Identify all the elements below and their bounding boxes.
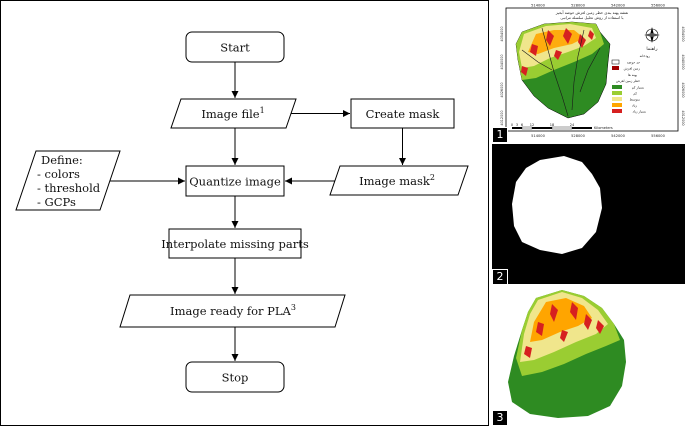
mask-shape xyxy=(512,156,602,254)
panel-3-number: 3 xyxy=(492,410,508,426)
map-right-tick-3: 4026000 xyxy=(681,82,685,97)
legend-very-high-swatch xyxy=(612,109,622,113)
ready-superscript: 3 xyxy=(291,303,296,312)
panel-2-mask: 2 xyxy=(492,144,685,285)
ready-very-high-6 xyxy=(524,346,532,358)
scale-label-3: 3 xyxy=(516,123,518,127)
start-label: Start xyxy=(220,41,250,55)
legend-high: زیاد xyxy=(632,104,637,108)
map-left-tick-4: 4012000 xyxy=(500,110,504,125)
image-mask-superscript: 2 xyxy=(430,173,435,182)
map-left-tick-1: 4054000 xyxy=(500,26,504,41)
zone-very-high-2 xyxy=(563,28,572,44)
define-title: Define: xyxy=(41,153,83,167)
legend-very-low: بسیار کم xyxy=(632,86,644,90)
ready-very-high-5 xyxy=(560,330,568,342)
scale-label-24: 24 xyxy=(570,123,575,127)
map-bottom-tick-3: 542000 xyxy=(611,134,625,138)
create-mask-label: Create mask xyxy=(366,107,441,121)
stop-label: Stop xyxy=(222,371,249,385)
scale-unit: Kilometers xyxy=(594,126,613,130)
quantized-image xyxy=(508,290,626,418)
mask-image xyxy=(512,156,602,254)
zone-very-high-7 xyxy=(588,30,594,40)
legend-hazard: خطر زمین لغزش xyxy=(616,79,640,83)
river-4 xyxy=(579,47,601,93)
map-right-tick-4: 4012000 xyxy=(681,110,685,125)
map-right-tick-1: 4054000 xyxy=(681,26,685,41)
ready-label: Image ready for PLA3 xyxy=(170,303,296,318)
map-left-tick-3: 4026000 xyxy=(500,82,504,97)
flowchart: Start Image file1 Create mask Define: - … xyxy=(0,0,489,426)
define-item-threshold: - threshold xyxy=(37,181,101,195)
define-item-colors: - colors xyxy=(37,167,80,181)
legend-low: کم xyxy=(633,92,637,96)
flowchart-frame xyxy=(0,0,489,426)
scale-label-12: 12 xyxy=(530,123,534,127)
image-file-label: Image file1 xyxy=(201,106,264,121)
legend-very-high: بسیار زیاد xyxy=(633,110,647,114)
map-bottom-tick-1: 514000 xyxy=(531,134,545,138)
legend-landslide: زمین لغزش xyxy=(624,67,641,71)
panel-3-ready-image: 3 xyxy=(492,286,685,426)
watershed-zonation xyxy=(515,21,611,119)
zone-very-high-6 xyxy=(521,66,528,76)
zone-very-high-5 xyxy=(554,50,562,60)
panel-1-number: 1 xyxy=(492,127,508,143)
scale-label-0: 0 xyxy=(511,123,513,127)
interpolate-node[interactable] xyxy=(168,228,302,259)
panel-1-map: نقشه پهنه بندی خطر زمین لغزش حوضه آبخیز … xyxy=(492,0,685,143)
image-file-superscript: 1 xyxy=(260,106,265,115)
map-title-line2: با استفاده از روش تحلیل سلسله مراتبی xyxy=(560,15,623,20)
ready-very-high-2 xyxy=(570,302,578,320)
stop-node[interactable] xyxy=(185,361,285,393)
legend-moderate-swatch xyxy=(612,97,622,101)
map-bottom-tick-4: 556000 xyxy=(651,134,665,138)
scale-label-6: 6 xyxy=(521,123,523,127)
zone-very-high-1 xyxy=(546,30,554,46)
ready-very-high-1 xyxy=(550,304,558,322)
panel-2-number: 2 xyxy=(492,269,508,285)
ready-very-high-4 xyxy=(584,314,592,330)
ready-node[interactable] xyxy=(119,294,346,328)
define-item-gcps: - GCPs xyxy=(37,195,76,209)
map-top-tick-4: 556000 xyxy=(651,4,665,8)
image-mask-node[interactable] xyxy=(329,165,469,196)
legend-rivers: رودخانه xyxy=(640,54,651,58)
define-node[interactable] xyxy=(15,150,121,211)
interpolate-label: Interpolate missing parts xyxy=(161,237,309,251)
quantize-node[interactable] xyxy=(185,165,285,197)
scale-bar xyxy=(512,126,592,130)
map-bottom-tick-2: 528000 xyxy=(571,134,585,138)
scale-label-18: 18 xyxy=(550,123,554,127)
river-1 xyxy=(541,27,569,117)
ready-very-high-7 xyxy=(596,320,604,334)
image-mask-label: Image mask2 xyxy=(359,173,435,188)
create-mask-node[interactable] xyxy=(350,98,455,129)
river-3 xyxy=(521,49,553,71)
zone-very-high-3 xyxy=(530,44,538,56)
map-top-tick-2: 528000 xyxy=(571,4,585,8)
legend-low-swatch xyxy=(612,91,622,95)
ready-very-high-3 xyxy=(536,322,544,336)
legend-boundary-swatch xyxy=(611,59,620,65)
landslide-map: نقشه پهنه بندی خطر زمین لغزش حوضه آبخیز … xyxy=(500,4,685,139)
map-right-tick-2: 4040000 xyxy=(681,54,685,69)
image-file-node[interactable] xyxy=(170,98,297,129)
legend-boundary: حد حوضه xyxy=(627,61,640,65)
map-title-line1: نقشه پهنه بندی خطر زمین لغزش حوضه آبخیز xyxy=(555,10,629,15)
north-arrow-icon xyxy=(644,27,660,43)
map-top-tick-3: 542000 xyxy=(611,4,625,8)
map-top-tick-1: 514000 xyxy=(531,4,545,8)
legend-title: راهنما xyxy=(646,47,657,52)
legend-moderate: متوسط xyxy=(630,98,641,102)
river-2 xyxy=(571,29,585,111)
map-left-tick-2: 4040000 xyxy=(500,54,504,69)
legend-zones: پهنه ها xyxy=(628,73,637,77)
quantize-label: Quantize image xyxy=(189,175,281,189)
legend-high-swatch xyxy=(612,103,622,107)
zone-very-high-4 xyxy=(578,34,586,48)
legend-landslide-swatch xyxy=(612,66,619,70)
legend-very-low-swatch xyxy=(612,85,622,89)
